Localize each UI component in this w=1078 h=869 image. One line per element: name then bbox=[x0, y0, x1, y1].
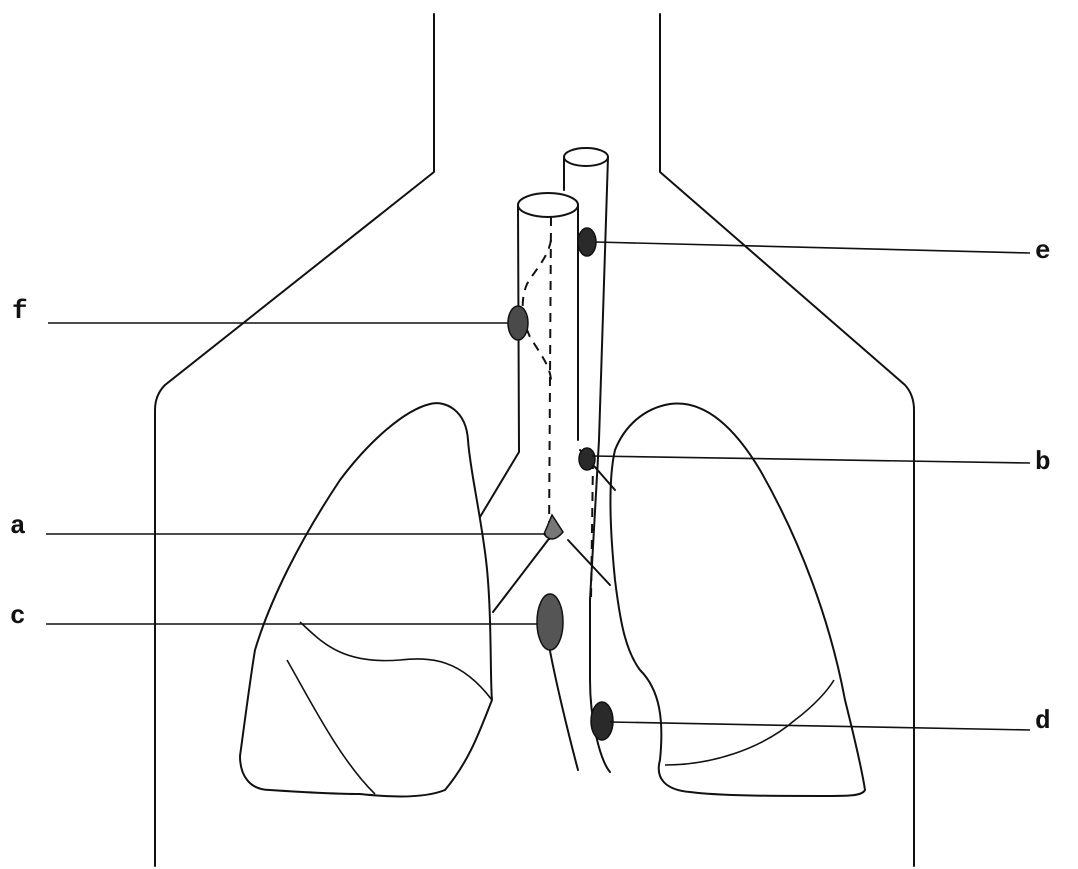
right-lung bbox=[240, 403, 492, 796]
nerve-path bbox=[523, 240, 551, 380]
label-a: a bbox=[10, 511, 26, 541]
label-b: b bbox=[1035, 447, 1051, 477]
node-f bbox=[508, 306, 528, 340]
left-lung bbox=[610, 404, 865, 796]
node-b bbox=[579, 448, 595, 470]
node-d bbox=[591, 702, 613, 740]
leader-line-d bbox=[610, 722, 1030, 730]
node-a bbox=[544, 515, 563, 539]
node-c bbox=[537, 594, 563, 650]
leader-lines bbox=[46, 242, 1030, 730]
leader-line-e bbox=[596, 242, 1030, 253]
node-e bbox=[578, 228, 596, 256]
label-d: d bbox=[1035, 706, 1051, 736]
thorax-outline bbox=[155, 14, 914, 866]
labels: e f b a c d bbox=[10, 236, 1051, 736]
label-c: c bbox=[10, 601, 26, 631]
label-e: e bbox=[1035, 236, 1051, 266]
trachea bbox=[480, 193, 615, 612]
label-f: f bbox=[12, 296, 28, 326]
leader-line-b bbox=[592, 456, 1030, 463]
